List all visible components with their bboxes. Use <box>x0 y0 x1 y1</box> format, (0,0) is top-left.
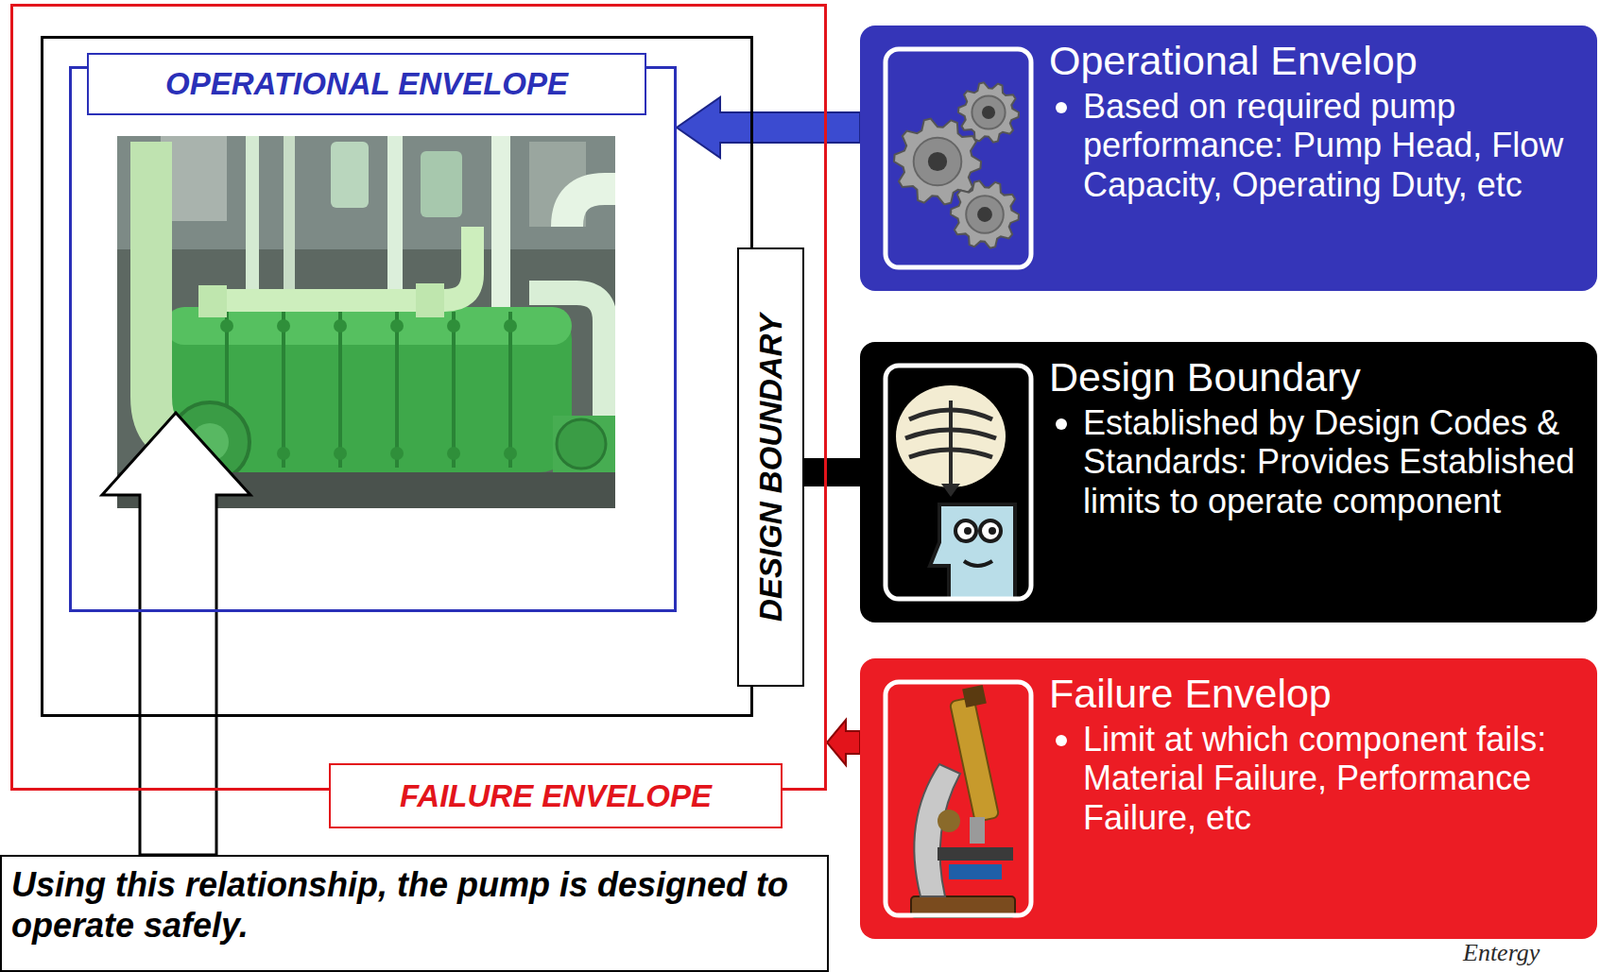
operational-envelope: OPERATIONAL ENVELOPE <box>68 66 677 613</box>
info-panel: Design BoundaryEstablished by Design Cod… <box>860 342 1598 623</box>
operational-envelope-label: OPERATIONAL ENVELOPE <box>165 66 568 103</box>
note-box: Using this relationship, the pump is des… <box>0 855 829 972</box>
panel-icon <box>882 362 1034 603</box>
bullet-dot <box>1055 418 1067 431</box>
panel-body: Based on required pump performance: Pump… <box>1083 86 1581 205</box>
panel-body: Established by Design Codes & Standards:… <box>1083 403 1581 521</box>
panel-heading: Failure Envelop <box>1049 671 1332 717</box>
failure-envelope-label: FAILURE ENVELOPE <box>399 778 712 815</box>
panel-icon <box>882 679 1034 919</box>
bullet-dot <box>1055 102 1067 114</box>
design-boundary-label-box: DESIGN BOUNDARY <box>737 247 805 688</box>
block-arrow <box>826 720 861 766</box>
design-boundary: DESIGN BOUNDARYOPERATIONAL ENVELOPE <box>40 35 754 718</box>
bullet-dot <box>1055 735 1067 747</box>
panel-icon <box>882 46 1034 271</box>
info-panel: Failure EnvelopLimit at which component … <box>860 658 1598 940</box>
operational-envelope-label-box: OPERATIONAL ENVELOPE <box>86 52 647 116</box>
failure-envelope-label-box: FAILURE ENVELOPE <box>328 763 783 829</box>
panel-body: Limit at which component fails: Material… <box>1083 720 1581 838</box>
block-arrow <box>676 97 861 158</box>
info-panel: Operational EnvelopBased on required pum… <box>860 25 1598 292</box>
failure-envelope: FAILURE ENVELOPEDESIGN BOUNDARYOPERATION… <box>10 3 827 792</box>
design-boundary-label: DESIGN BOUNDARY <box>753 313 790 622</box>
note-text: Using this relationship, the pump is des… <box>1 857 827 954</box>
panel-heading: Operational Envelop <box>1049 38 1418 84</box>
panel-heading: Design Boundary <box>1049 355 1361 400</box>
logo-text: Entergy <box>1462 939 1540 968</box>
